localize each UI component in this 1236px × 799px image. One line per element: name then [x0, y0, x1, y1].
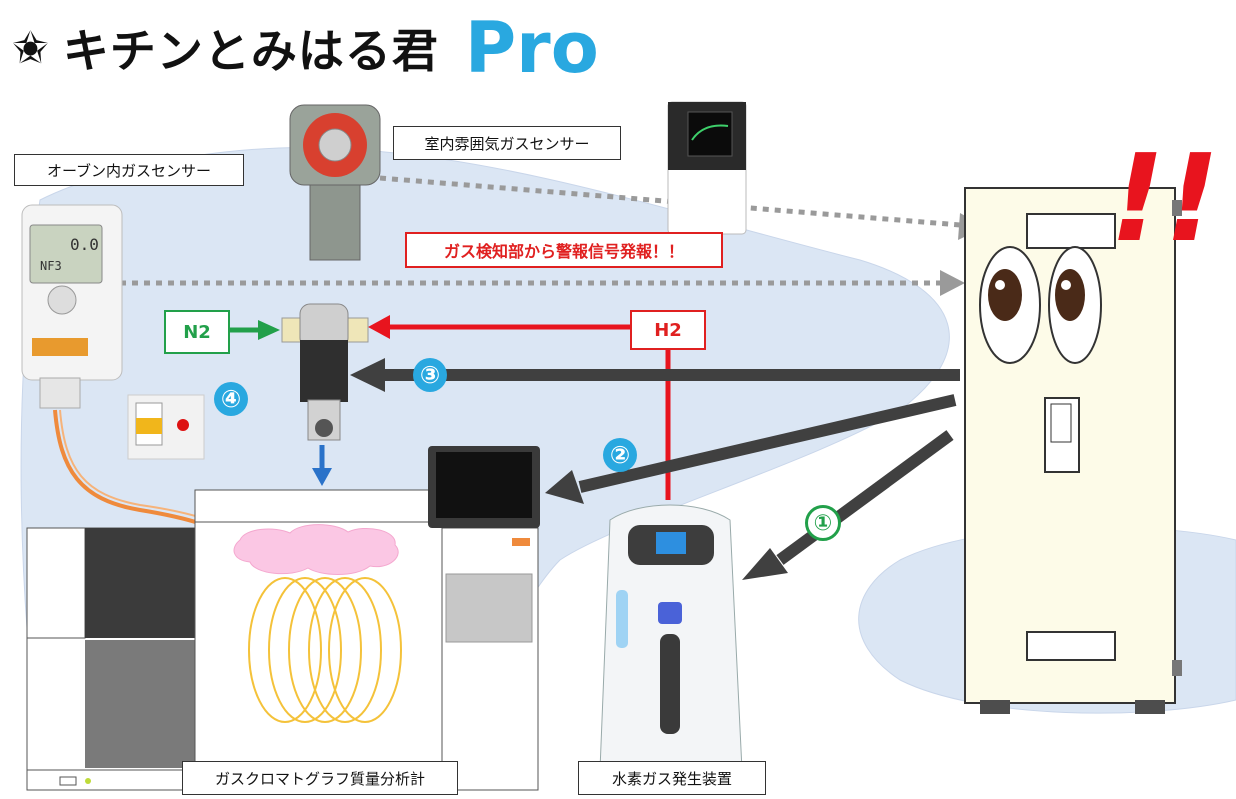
step-number-2: ②: [603, 438, 637, 472]
arrowhead-blue: [312, 468, 332, 486]
detector-value-text: 0.0: [70, 235, 99, 254]
arrowhead-1: [742, 548, 788, 580]
page-title: ✬ キチンとみはる君 Pro: [12, 7, 599, 89]
arrowhead-2: [545, 470, 584, 504]
title-text: キチンとみはる君: [62, 24, 439, 78]
label-h2-generator: 水素ガス発生装置: [578, 761, 766, 795]
switch-box: [127, 394, 205, 460]
h2-generator-device: [599, 504, 743, 771]
alert-exclamation: !!: [1110, 130, 1220, 269]
star-icon: ✬: [12, 22, 49, 74]
gas-fitting: [281, 303, 369, 441]
column-coil: [248, 577, 402, 723]
step-number-1: ①: [805, 505, 841, 541]
step-number-3: ③: [413, 358, 447, 392]
arrow-1-line: [776, 430, 954, 565]
label-h2: H2: [630, 310, 706, 350]
step-number-4: ④: [214, 382, 248, 416]
label-gcms: ガスクロマトグラフ質量分析計: [182, 761, 458, 795]
detector-gas-text: NF3: [40, 259, 62, 273]
title-pro: Pro: [464, 7, 599, 89]
label-n2: N2: [164, 310, 230, 354]
arrowhead-h2: [368, 315, 390, 339]
label-room-sensor: 室内雰囲気ガスセンサー: [393, 126, 621, 160]
label-alarm: ガス検知部から警報信号発報！！: [405, 232, 723, 268]
gas-monitor-device: [667, 101, 747, 235]
arrowhead-n2: [258, 320, 280, 340]
controller-box: [964, 187, 1182, 714]
arrowhead-3: [350, 358, 385, 392]
room-sensor-device: [289, 104, 381, 261]
arrowhead-oven: [940, 270, 965, 296]
cloud-connector: [233, 524, 399, 575]
gas-detector-device: [21, 204, 123, 409]
arrow-2-line: [578, 394, 957, 493]
gcms-instrument: [26, 446, 540, 791]
label-oven-sensor: オーブン内ガスセンサー: [14, 154, 244, 186]
